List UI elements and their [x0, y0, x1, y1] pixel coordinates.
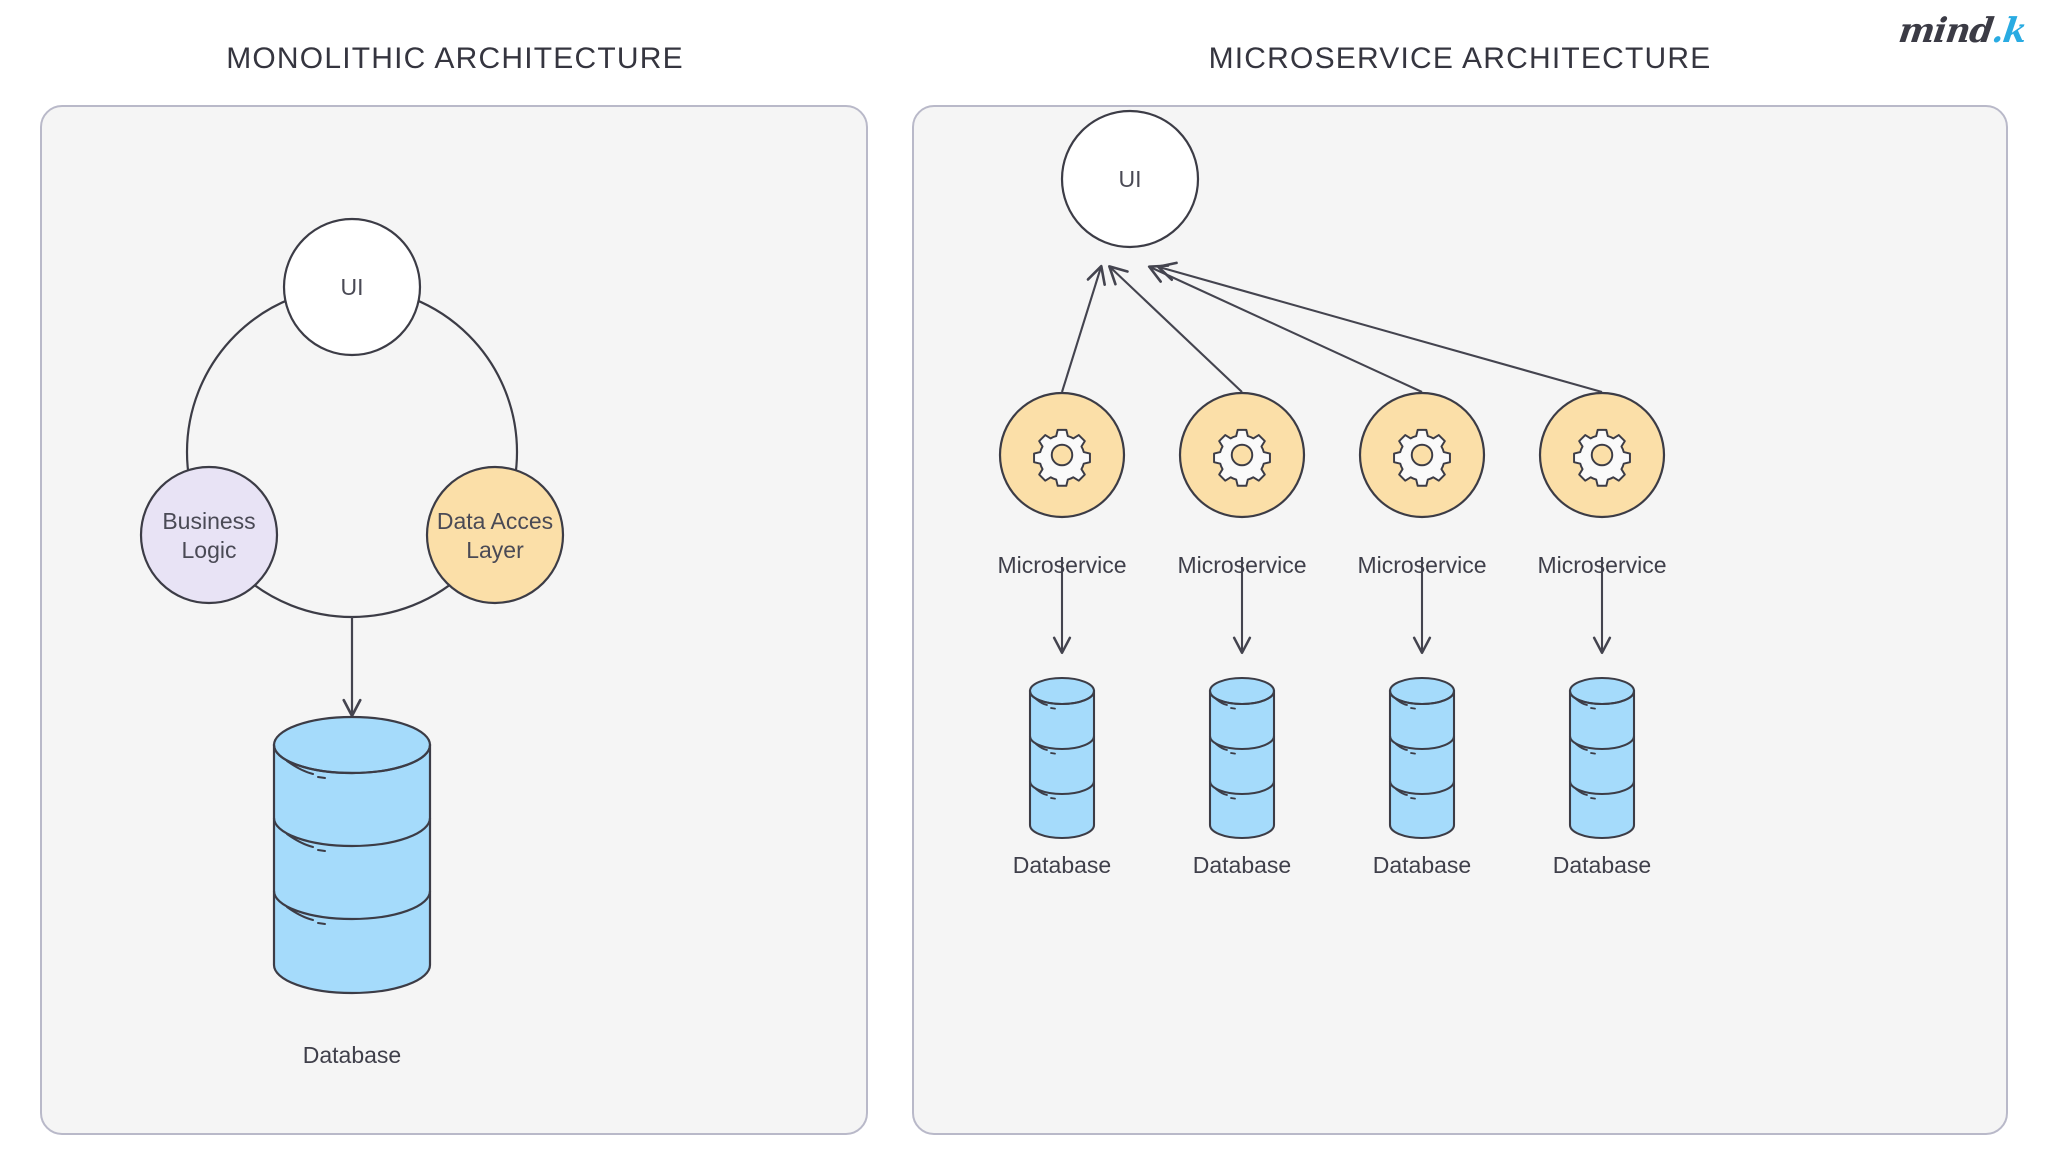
microservice-panel: UI Microservice Microservice Microservic… [912, 105, 2008, 1135]
microservice-node-4[interactable] [1538, 391, 1666, 519]
monolithic-panel-title: MONOLITHIC ARCHITECTURE [226, 42, 684, 75]
database-cylinder-1[interactable] [1028, 676, 1096, 840]
microservice-panel-title: MICROSERVICE ARCHITECTURE [1208, 42, 1712, 75]
node-business-logic-circle[interactable] [139, 465, 279, 605]
microservice-nodes [998, 391, 1666, 519]
microservice-node-1[interactable] [998, 391, 1126, 519]
gear-icon [1393, 428, 1451, 487]
microservice-caption-4: Microservice [1537, 552, 1667, 578]
database-caption-1: Database [1012, 852, 1112, 878]
microservice-node-3[interactable] [1358, 391, 1486, 519]
ui-to-service-connectors [1060, 261, 1603, 394]
microservice-databases [1028, 676, 1636, 840]
database-caption-3: Database [1372, 852, 1472, 878]
connector-ui-service-2 [1108, 265, 1243, 393]
monolithic-diagram-svg [139, 217, 565, 995]
database-caption-4: Database [1552, 852, 1652, 878]
database-cylinder-3[interactable] [1388, 676, 1456, 840]
microservice-node-2[interactable] [1178, 391, 1306, 519]
microservice-ui-circle[interactable] [1060, 109, 1200, 249]
gear-icon [1573, 428, 1631, 487]
database-cylinder-4[interactable] [1568, 676, 1636, 840]
gear-icon [1213, 428, 1271, 487]
microservice-diagram-svg [998, 109, 1666, 840]
database-cylinder-2[interactable] [1208, 676, 1276, 840]
gear-icon [1033, 428, 1091, 487]
monolith-database-cylinder[interactable] [272, 715, 432, 995]
node-data-access-circle[interactable] [425, 465, 565, 605]
microservice-caption-2: Microservice [1177, 552, 1307, 578]
database-caption-2: Database [1192, 852, 1292, 878]
microservice-caption-3: Microservice [1357, 552, 1487, 578]
connector-ui-service-1 [1060, 264, 1106, 393]
monolithic-panel: UI Business Logic Data Acces Layer Datab… [40, 105, 868, 1135]
service-to-database-arrows [1052, 557, 1612, 655]
node-ui-circle[interactable] [282, 217, 422, 357]
connector-ui-service-4 [1156, 261, 1603, 394]
microservice-caption-1: Microservice [997, 552, 1127, 578]
connector-ui-service-3 [1147, 264, 1423, 393]
monolith-database-caption: Database [302, 1042, 402, 1068]
